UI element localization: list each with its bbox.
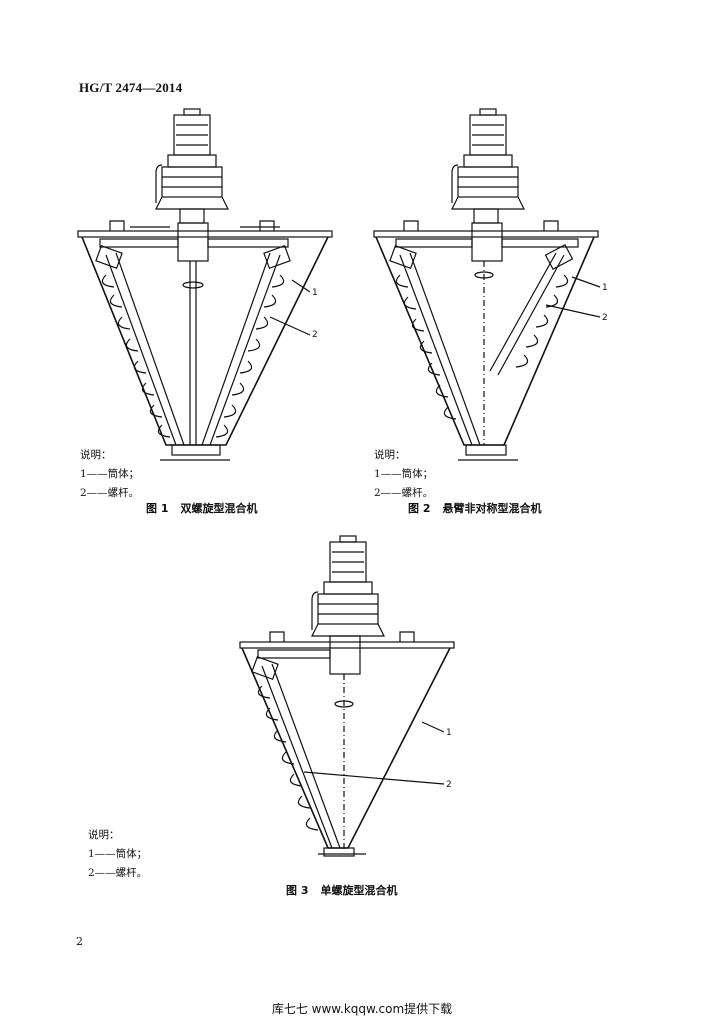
figure-1-caption-number: 图 1 (146, 502, 169, 515)
standard-code: HG/T 2474—2014 (79, 80, 183, 95)
download-footer: 库七七 www.kqqw.com提供下载 (271, 1002, 453, 1016)
figure-2-callout-2: 2 (602, 313, 608, 323)
figure-2-legend-heading: 说明： (374, 449, 406, 461)
figure-2-caption-number: 图 2 (408, 502, 431, 515)
figure-2-legend-item-1: 1——筒体； (374, 468, 434, 480)
figure-3-drawing: 1 2 (239, 535, 455, 857)
figure-1-drawing: 1 2 (77, 108, 333, 461)
figure-3-caption-title: 单螺旋型混合机 (320, 884, 398, 897)
figure-2-caption: 图 2 悬臂非对称型混合机 (408, 500, 541, 516)
figure-3-caption: 图 3 单螺旋型混合机 (286, 882, 397, 898)
figure-3-callout-2: 2 (446, 780, 452, 790)
figure-1-legend: 说明： 1——筒体； 2——螺杆。 (80, 446, 139, 503)
figure-3-legend-item-2: 2——螺杆。 (88, 867, 148, 879)
figure-3-callout-1: 1 (446, 728, 452, 738)
page-number: 2 (76, 935, 83, 948)
figure-1-caption: 图 1 双螺旋型混合机 (146, 500, 257, 516)
figure-3-legend-heading: 说明： (88, 829, 120, 841)
figure-2-drawing: 1 2 (373, 108, 608, 461)
figure-1-legend-item-2: 2——螺杆。 (80, 487, 140, 499)
figure-2-callout-1: 1 (602, 283, 608, 293)
figure-2-legend: 说明： 1——筒体； 2——螺杆。 (374, 446, 433, 503)
figure-1-caption-title: 双螺旋型混合机 (180, 502, 258, 515)
figure-3-caption-number: 图 3 (286, 884, 309, 897)
figure-2-caption-title: 悬臂非对称型混合机 (442, 502, 542, 515)
figure-1-callout-1: 1 (312, 288, 318, 298)
figure-3-legend: 说明： 1——筒体； 2——螺杆。 (88, 826, 147, 883)
figure-1-legend-item-1: 1——筒体； (80, 468, 140, 480)
figure-2-legend-item-2: 2——螺杆。 (374, 487, 434, 499)
figure-1-legend-heading: 说明： (80, 449, 112, 461)
figure-1-callout-2: 2 (312, 330, 318, 340)
figure-3-legend-item-1: 1——筒体； (88, 848, 148, 860)
